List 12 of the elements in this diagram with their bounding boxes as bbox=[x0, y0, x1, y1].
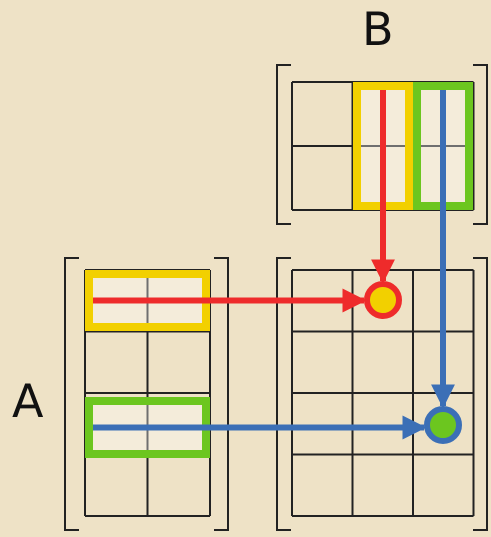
arrow bbox=[431, 90, 455, 408]
highlight-frame bbox=[413, 82, 473, 210]
result-dot bbox=[364, 281, 402, 319]
arrow bbox=[93, 416, 426, 440]
highlight-frame bbox=[85, 270, 210, 331]
highlight-frame bbox=[353, 82, 413, 210]
matrix-label: B bbox=[362, 6, 394, 52]
arrow bbox=[371, 90, 395, 284]
arrow bbox=[93, 288, 366, 312]
result-dot bbox=[424, 406, 462, 444]
matrix-label: A bbox=[12, 378, 44, 424]
highlight-frame bbox=[85, 397, 210, 458]
